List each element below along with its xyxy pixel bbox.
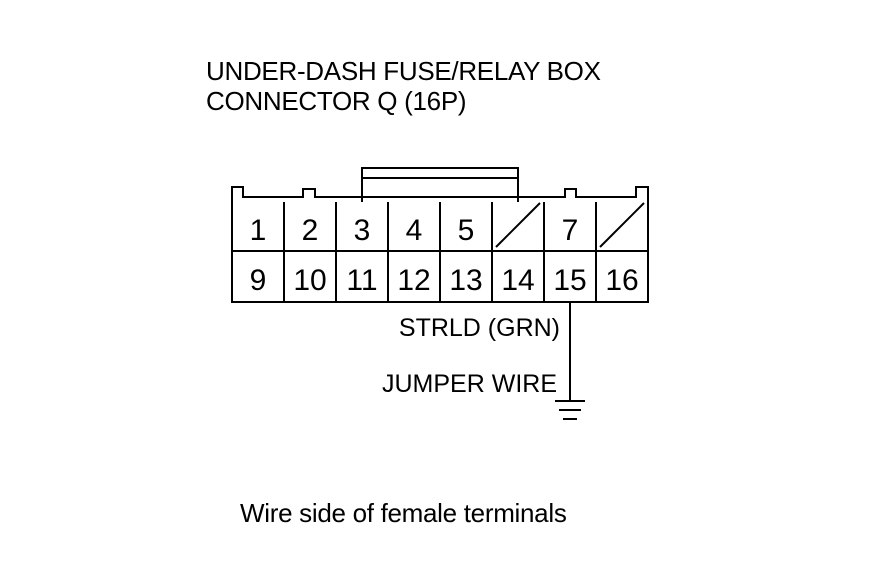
empty-terminal-6-slash: [495, 202, 541, 248]
wire-label: STRLD (GRN): [399, 314, 560, 342]
terminal-5: 5: [458, 214, 475, 247]
terminal-7: 7: [562, 214, 579, 247]
empty-terminal-8-slash: [599, 202, 645, 248]
terminal-1: 1: [250, 214, 267, 247]
ground-icon: [555, 400, 585, 420]
terminal-14: 14: [501, 264, 534, 297]
jumper-wire-label: JUMPER WIRE: [382, 370, 557, 398]
terminal-9: 9: [250, 264, 267, 297]
terminal-10: 10: [293, 264, 326, 297]
cell-dividers: [283, 202, 597, 302]
terminal-3: 3: [354, 214, 371, 247]
diagram-caption: Wire side of female terminals: [240, 498, 567, 528]
terminal-2: 2: [302, 214, 319, 247]
diagram-title: UNDER-DASH FUSE/RELAY BOX CONNECTOR Q (1…: [206, 56, 601, 116]
title-line-2: CONNECTOR Q (16P): [206, 86, 467, 116]
title-line-1: UNDER-DASH FUSE/RELAY BOX: [206, 56, 601, 86]
terminal-13: 13: [449, 264, 482, 297]
connector-housing-outline: [231, 186, 649, 303]
terminal-11: 11: [346, 264, 377, 297]
terminal-12: 12: [397, 264, 430, 297]
terminal-4: 4: [406, 214, 423, 247]
connector-lock-tab: [361, 167, 519, 202]
terminal-16: 16: [605, 264, 638, 297]
terminal-15: 15: [553, 264, 586, 297]
